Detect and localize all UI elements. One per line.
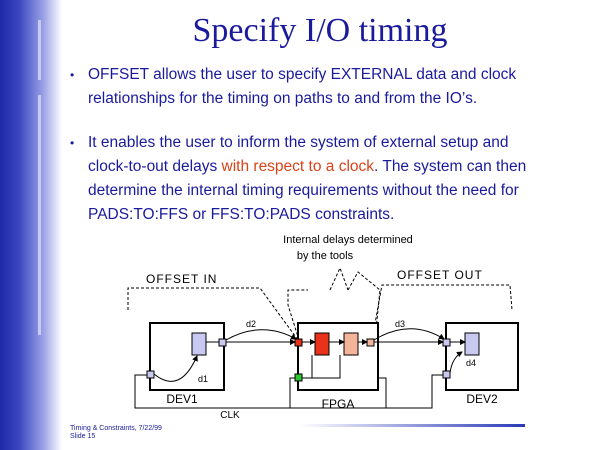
dev1-output-pad — [218, 338, 227, 347]
d3-label: d3 — [395, 319, 405, 329]
dev1-clock-pad — [146, 370, 155, 379]
fpga-clock-pad — [294, 373, 303, 382]
bullet-dot-icon: • — [70, 68, 75, 82]
decorative-sidebar — [0, 0, 62, 450]
fpga-label: FPGA — [322, 397, 355, 411]
delay-arcs — [153, 328, 463, 382]
dev2-label: DEV2 — [466, 392, 498, 406]
internal-delay-brackets — [287, 266, 381, 341]
bullet-clock: • It enables the user to inform the syst… — [70, 131, 528, 227]
fpga-output-pad — [366, 338, 375, 347]
offset-out-label: OFFSET OUT — [397, 268, 483, 282]
sidebar-stripe — [38, 95, 41, 335]
bullet-clock-highlight: with respect to a clock — [221, 158, 375, 175]
dev1-box — [149, 322, 225, 391]
bullet-offset-text: OFFSET allows the user to specify EXTERN… — [88, 66, 517, 107]
offset-in-label: OFFSET IN — [146, 272, 217, 286]
footnote-line-1: Timing & Constraints, 7/22/99 — [70, 425, 162, 432]
dev2-clock-pad — [442, 370, 451, 379]
bullet-offset: • OFFSET allows the user to specify EXTE… — [70, 63, 528, 111]
dev2-input-pad — [442, 338, 451, 347]
internal-delays-label-2: by the tools — [297, 250, 354, 262]
bullet-dot-icon: • — [70, 136, 75, 150]
fpga-box — [297, 322, 379, 391]
slide-title: Specify I/O timing — [192, 12, 448, 49]
d1-label: d1 — [198, 374, 208, 384]
dev1-flip-flop — [191, 332, 207, 356]
dev2-flip-flop — [464, 332, 480, 356]
slide-footnote: Timing & Constraints, 7/22/99 Slide 15 — [70, 425, 162, 441]
fpga-output-flip-flop — [343, 332, 359, 356]
fpga-input-flip-flop — [314, 332, 330, 356]
sidebar-stripe — [38, 20, 41, 80]
fpga-input-pad — [294, 338, 303, 347]
footnote-line-2: Slide 15 — [70, 433, 96, 440]
footer-accent-line — [300, 424, 525, 427]
offset-in-bracket — [127, 287, 299, 341]
offset-out-bracket — [371, 284, 513, 341]
clk-label: CLK — [220, 410, 240, 421]
bullet-clock-text-pre: It enables the user to inform the system… — [88, 134, 509, 175]
d2-label: d2 — [246, 319, 256, 329]
data-paths — [206, 339, 466, 379]
dev1-label: DEV1 — [166, 392, 198, 406]
internal-delays-label: Internal delays determined — [283, 234, 413, 246]
d4-label: d4 — [466, 358, 476, 368]
bullet-clock-text-post: . The system can then determine the inte… — [88, 158, 527, 223]
